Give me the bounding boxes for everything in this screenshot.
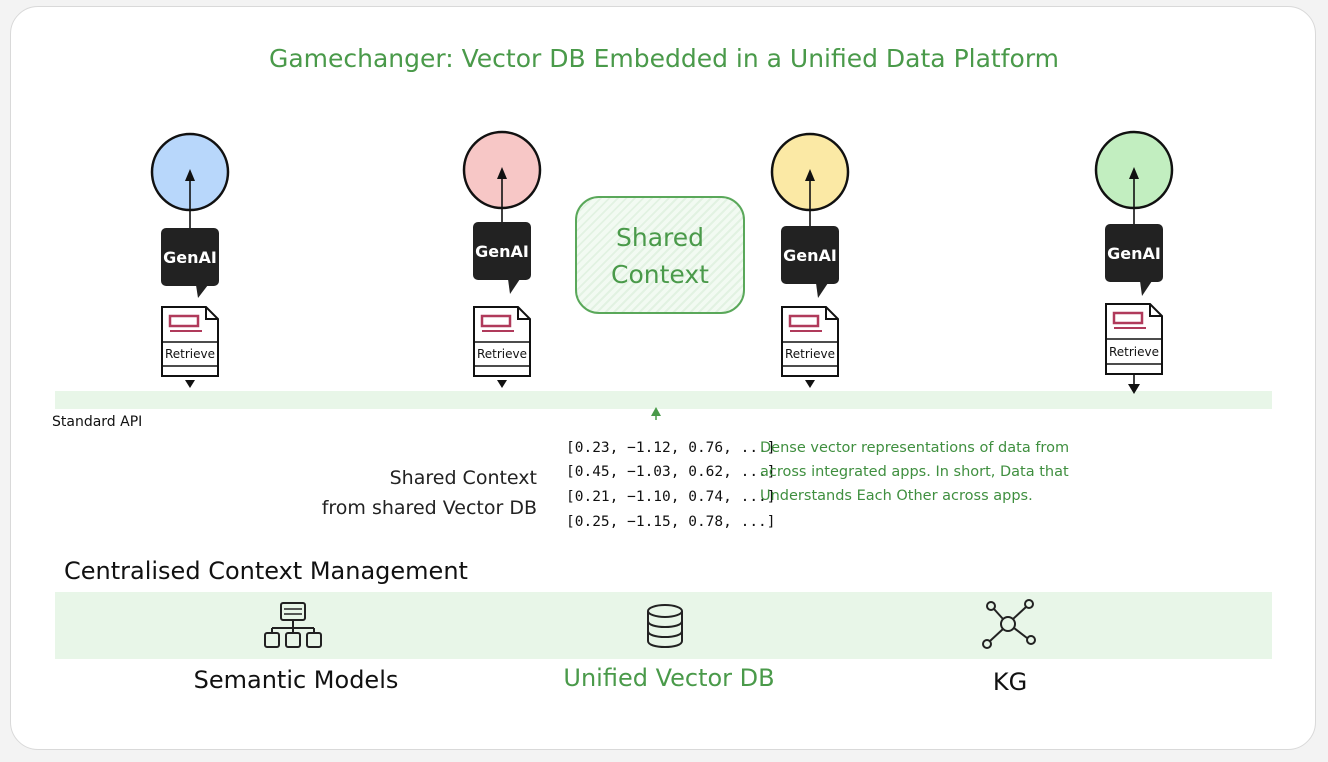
diagram-title: Gamechanger: Vector DB Embedded in a Uni… [268, 44, 1060, 73]
shared-context-box-line1: Shared [615, 223, 704, 252]
app-column-3: GenAI Retrieve [770, 132, 850, 388]
unified-vector-db-label: Unified Vector DB [563, 664, 775, 692]
app-column-4: GenAI Retrieve [1094, 130, 1174, 394]
database-icon [647, 604, 683, 649]
retrieve-label-1: Retrieve [165, 347, 215, 361]
standard-api-label: Standard API [52, 414, 143, 430]
centralised-context-title: Centralised Context Management [64, 557, 468, 585]
retrieve-doc-icon-4: Retrieve [1105, 303, 1163, 394]
genai-label-3: GenAI [783, 246, 837, 265]
shared-context-label-line2: from shared Vector DB [321, 497, 537, 519]
genai-label-2: GenAI [475, 242, 529, 261]
genai-label-1: GenAI [163, 248, 217, 267]
vector-row-1: [0.23, −1.12, 0.76, ...] [566, 440, 776, 456]
retrieve-doc-icon-3: Retrieve [781, 306, 839, 388]
shared-context-label-line1: Shared Context [389, 467, 537, 489]
retrieve-label-3: Retrieve [785, 347, 835, 361]
dense-vector-description: Dense vector representations of data fro… [760, 440, 1070, 504]
genai-bubble-2: GenAI [473, 222, 531, 294]
arrow-up-icon [185, 169, 195, 181]
retrieve-label-4: Retrieve [1109, 345, 1159, 359]
semantic-models-label: Semantic Models [193, 666, 399, 694]
kg-label: KG [992, 668, 1028, 696]
app-column-1: GenAI Retrieve [150, 132, 230, 388]
shared-context-box-line2: Context [611, 260, 709, 289]
genai-bubble-4: GenAI [1105, 224, 1163, 296]
standard-api-band [55, 391, 1272, 409]
genai-bubble-3: GenAI [781, 226, 839, 298]
arrow-up-icon [1129, 167, 1139, 179]
hierarchy-icon [264, 602, 322, 648]
vector-row-2: [0.45, −1.03, 0.62, ...] [566, 464, 776, 480]
retrieve-doc-icon-1: Retrieve [161, 306, 219, 388]
genai-bubble-1: GenAI [161, 228, 219, 298]
app-columns: GenAI Retrieve GenAI Retrieve [150, 130, 1174, 420]
arrow-up-icon [497, 167, 507, 179]
arrow-up-icon [805, 169, 815, 181]
retrieve-doc-icon-2: Retrieve [473, 306, 531, 388]
retrieve-label-2: Retrieve [477, 347, 527, 361]
shared-context-box: Shared Context [575, 196, 745, 314]
bidirectional-arrow-icon [651, 407, 661, 420]
vector-row-4: [0.25, −1.15, 0.78, ...] [566, 514, 776, 530]
app-column-2: GenAI Retrieve [462, 130, 542, 388]
vector-row-3: [0.21, −1.10, 0.74, ...] [566, 489, 776, 505]
genai-label-4: GenAI [1107, 244, 1161, 263]
knowledge-graph-icon [982, 599, 1036, 649]
